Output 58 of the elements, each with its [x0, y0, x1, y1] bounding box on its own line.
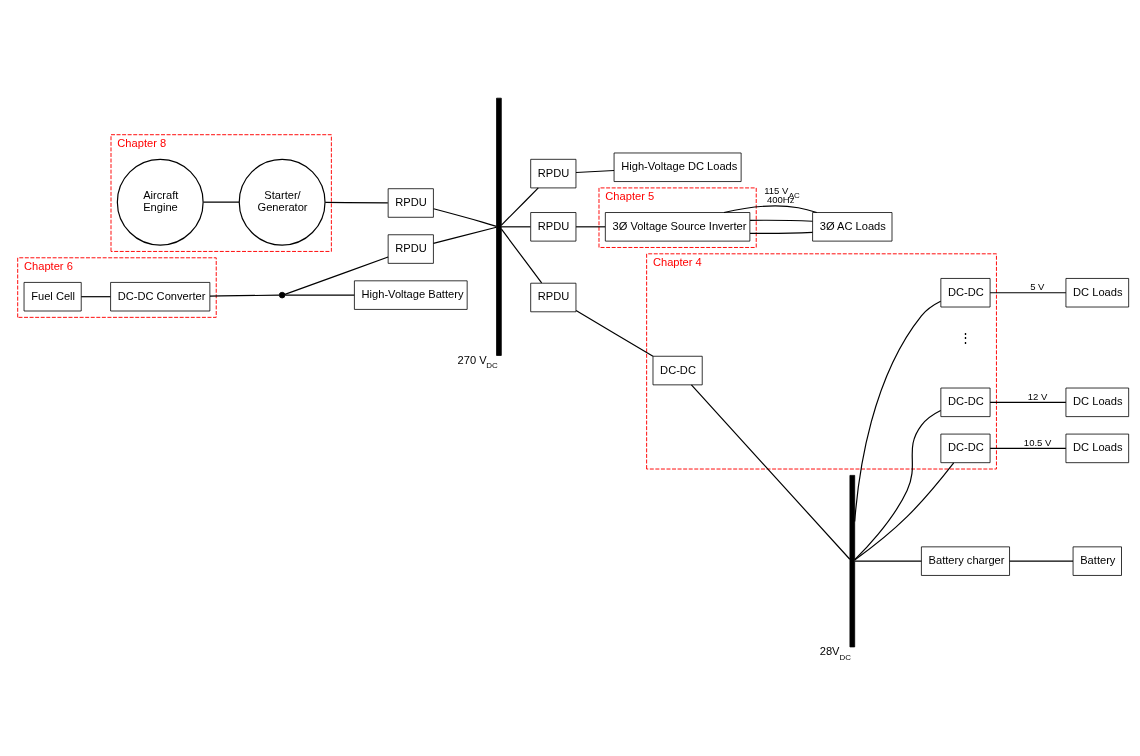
node-circle: Starter/ Generator: [238, 158, 326, 246]
connector: [575, 309, 654, 357]
connector: [500, 225, 532, 227]
node-box: Battery: [1072, 545, 1122, 576]
connector: [749, 231, 814, 234]
node-circle: Aircraft Engine: [116, 158, 204, 246]
connector: [723, 204, 818, 213]
node-box: RPDU: [530, 211, 577, 241]
node-box: [496, 97, 502, 356]
connector: [202, 201, 240, 203]
connector: [80, 295, 112, 297]
connector: [854, 560, 922, 562]
node-box: DC-DC: [652, 355, 703, 385]
connector: [209, 294, 280, 297]
connector: [690, 383, 851, 560]
node-box: DC Loads: [1065, 387, 1130, 417]
node-box: RPDU: [387, 187, 434, 218]
node-box: [849, 474, 856, 647]
node-label: 270 V$_{DC}$: [457, 353, 498, 370]
connector: [324, 201, 389, 203]
node-box: DC-DC: [940, 387, 991, 417]
node-box: DC-DC: [940, 433, 991, 463]
node-box: High-Voltage Battery: [354, 279, 468, 310]
connector: [575, 169, 615, 173]
connector: [1009, 560, 1074, 562]
connector: [500, 186, 539, 226]
edge-label: 115 V$_{AC}$ 400Hz: [764, 184, 800, 205]
edge-label: 12 V: [1027, 390, 1048, 402]
node-box: RPDU: [387, 233, 434, 264]
connector: [284, 255, 389, 295]
node-box: DC Loads: [1065, 277, 1130, 307]
node-box: 3Ø Voltage Source Inverter: [604, 211, 751, 241]
connector: [500, 228, 543, 283]
edge-label: 5 V: [1030, 280, 1045, 292]
edge-label: 10.5 V: [1023, 436, 1052, 448]
connector: [854, 461, 955, 561]
node-box: Battery charger: [921, 545, 1010, 576]
connector: [575, 225, 606, 227]
connector: [433, 207, 498, 227]
connector: [989, 401, 1067, 403]
connector: [854, 409, 942, 560]
node-label: 28V$_{DC}$: [819, 644, 852, 662]
connector: [989, 447, 1067, 449]
label: ⋮: [959, 330, 973, 345]
connector: [854, 300, 942, 522]
node-box: RPDU: [530, 158, 577, 188]
node-box: DC Loads: [1065, 433, 1130, 463]
connector: [432, 226, 497, 244]
connector: [284, 294, 355, 296]
connector: [989, 291, 1067, 293]
node-box: 3Ø AC Loads: [812, 211, 893, 241]
node-circle: [278, 291, 286, 298]
node-box: High-Voltage DC Loads: [613, 152, 742, 182]
node-box: Fuel Cell: [23, 281, 82, 311]
node-box: DC-DC Converter: [110, 281, 211, 311]
connector: [749, 219, 814, 222]
node-box: RPDU: [530, 282, 577, 312]
node-box: DC-DC: [940, 277, 991, 307]
